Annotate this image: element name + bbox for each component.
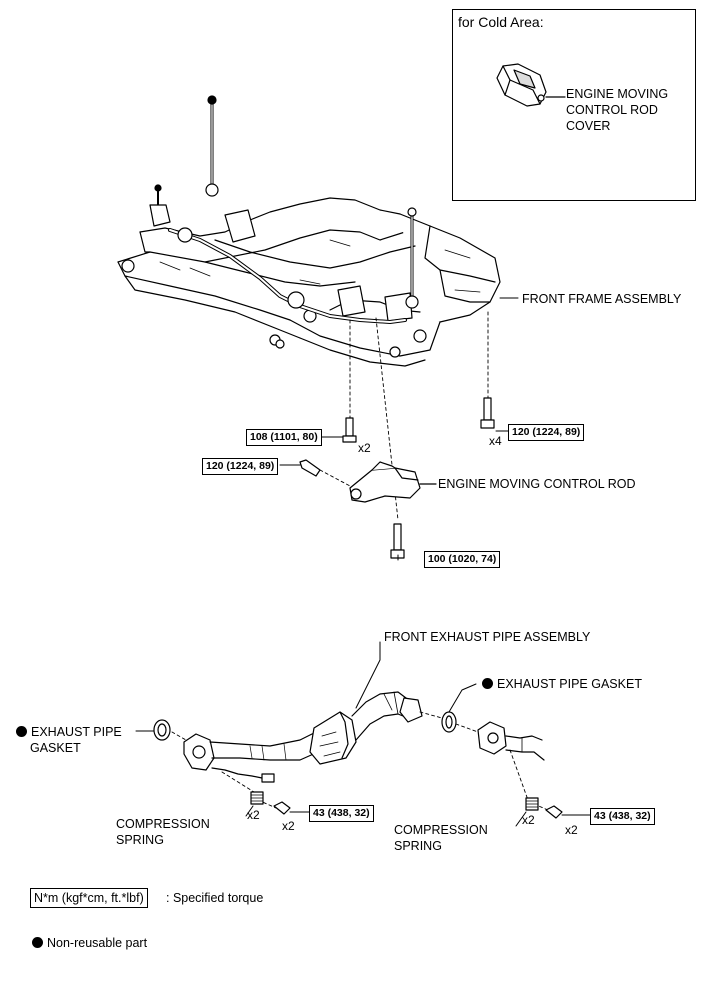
multiplier-spring-left: x2 (247, 808, 260, 822)
front-frame-label: FRONT FRAME ASSEMBLY (522, 292, 682, 306)
engine-rod-label: ENGINE MOVING CONTROL ROD (438, 477, 636, 491)
multiplier-bolt-right: x2 (565, 823, 578, 837)
gasket-left-label-1: EXHAUST PIPE (16, 724, 122, 740)
torque-100: 100 (1020, 74) (424, 551, 501, 568)
bolt-100-illustration (390, 523, 405, 559)
multiplier-120: x4 (489, 434, 502, 448)
gasket-right-illustration (441, 683, 477, 733)
front-frame-illustration (117, 95, 501, 367)
bolt-43-right-illustration (545, 805, 563, 819)
nonreusable-dot-icon (16, 726, 27, 737)
torque-108: 108 (1101, 80) (246, 429, 322, 446)
cold-area-inset-box (452, 9, 696, 201)
front-exhaust-pipe-illustration (183, 691, 423, 783)
torque-120-right: 120 (1224, 89) (508, 424, 585, 441)
torque-43-right: 43 (438, 32) (590, 808, 655, 825)
gasket-left-label-2: GASKET (30, 741, 81, 755)
bolt-108-illustration (342, 417, 357, 443)
rear-pipe-illustration (477, 721, 545, 761)
cover-label: ENGINE MOVING CONTROL ROD COVER (566, 87, 669, 133)
nonreusable-dot-icon (482, 678, 493, 689)
gasket-left-illustration (135, 719, 171, 741)
spring-left-label: COMPRESSION SPRING (116, 817, 210, 847)
multiplier-108: x2 (358, 441, 371, 455)
multiplier-bolt-left: x2 (282, 819, 295, 833)
legend-torque-box: N*m (kgf*cm, ft.*lbf) (30, 888, 148, 908)
inset-title: for Cold Area: (458, 14, 544, 30)
multiplier-spring-right: x2 (522, 813, 535, 827)
bolt-120-right-illustration (480, 397, 495, 429)
gasket-right-label: EXHAUST PIPE GASKET (482, 676, 642, 692)
front-exhaust-label: FRONT EXHAUST PIPE ASSEMBLY (384, 630, 591, 644)
compression-spring-left-illustration (250, 791, 264, 805)
bolt-43-left-illustration (273, 801, 291, 815)
torque-120-left: 120 (1224, 89) (202, 458, 279, 475)
legend-nonreusable: Non-reusable part (32, 935, 147, 951)
nonreusable-dot-icon (32, 937, 43, 948)
torque-43-left: 43 (438, 32) (309, 805, 374, 822)
engine-moving-control-rod-illustration (349, 461, 437, 503)
compression-spring-right-illustration (525, 797, 539, 811)
spring-right-label: COMPRESSION SPRING (394, 823, 488, 853)
legend-torque-text: : Specified torque (166, 891, 264, 905)
bolt-120-left-illustration (299, 459, 321, 477)
engine-rod-cover-illustration (496, 63, 566, 107)
